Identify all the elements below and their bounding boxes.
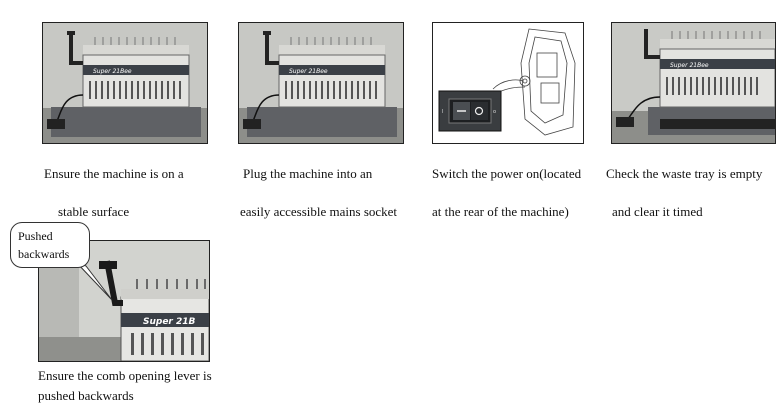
callout-pushed-backwards: Pushed backwards xyxy=(10,222,90,268)
step3-caption-line1: Switch the power on(located xyxy=(432,166,582,181)
step2-caption-line1: Plug the machine into an xyxy=(243,166,373,181)
photo-machine-surface: Super 21Bee xyxy=(42,22,208,144)
photo-machine-socket: Super 21Bee xyxy=(238,22,404,144)
step5-caption: Ensure the comb opening lever is pushed … xyxy=(38,368,212,403)
step4-caption-line2: and clear it timed xyxy=(612,204,703,219)
machine-label: Super 21B xyxy=(143,317,196,327)
machine-label: Super 21Bee xyxy=(93,68,132,75)
step4-caption-line1: Check the waste tray is empty xyxy=(606,166,763,181)
svg-text:I: I xyxy=(442,109,443,115)
step1-caption-line1: Ensure the machine is on a xyxy=(44,166,184,181)
svg-text:o: o xyxy=(493,109,496,115)
step1-caption-line2: stable surface xyxy=(58,204,130,219)
photo-waste-tray: Super 21Bee xyxy=(611,22,776,144)
step3-caption-line2: at the rear of the machine) xyxy=(432,204,569,219)
machine-label: Super 21Bee xyxy=(289,68,328,75)
machine-label: Super 21Bee xyxy=(670,62,709,69)
step2-caption-line2: easily accessible mains socket xyxy=(240,204,398,219)
diagram-power-switch: I o xyxy=(432,22,584,144)
